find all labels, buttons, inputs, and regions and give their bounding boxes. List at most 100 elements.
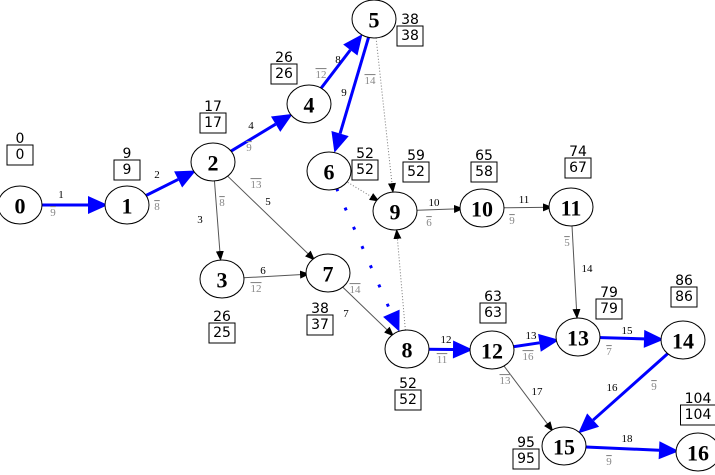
arrowhead-icon (343, 34, 363, 56)
edge-label: 8 (335, 54, 341, 66)
edge-5-9 (375, 37, 396, 194)
arrowhead-icon (331, 131, 349, 153)
edge-line (344, 180, 380, 202)
edge-7-8: 714 (341, 284, 395, 337)
node-id: 14 (672, 329, 694, 354)
edge-label: 17 (532, 386, 544, 398)
edge-line (375, 37, 396, 194)
node-latest-box (670, 286, 698, 308)
edge-line (338, 36, 371, 135)
node-latest-box (6, 144, 34, 166)
node-circle (306, 151, 352, 191)
node-0[interactable]: 000 (0, 131, 43, 225)
node-earliest: 65 (475, 148, 493, 164)
node-id: 0 (15, 194, 26, 219)
edge-label: 9 (341, 87, 347, 99)
node-circle (675, 432, 715, 472)
node-circle (459, 188, 505, 228)
edge-value: 13 (251, 179, 263, 191)
edge-label: 5 (265, 196, 271, 208)
edge-label: 10 (429, 197, 441, 209)
node-earliest: 9 (123, 146, 132, 162)
edge-line (571, 225, 581, 320)
node-id: 5 (369, 8, 380, 33)
edge-6-9 (344, 180, 380, 202)
node-earliest: 95 (517, 435, 535, 451)
node-latest: 52 (399, 392, 417, 408)
arrowhead-icon (658, 441, 680, 460)
edge-11-13: 145 (564, 225, 594, 320)
node-id: 8 (402, 338, 413, 363)
edge-label: 11 (519, 194, 530, 206)
edge-value: 8 (154, 201, 160, 213)
node-latest: 79 (600, 301, 618, 317)
node-circle (548, 187, 594, 227)
edge-line (500, 203, 554, 212)
node-latest-box (270, 63, 298, 85)
node-id: 9 (390, 200, 401, 225)
node-earliest: 52 (356, 146, 374, 162)
edge-line (213, 180, 224, 262)
node-latest: 25 (213, 325, 231, 341)
node-circle (469, 330, 515, 370)
node-latest: 38 (401, 28, 419, 44)
edge-line (502, 364, 554, 432)
arrowhead-icon (88, 196, 108, 214)
node-circle (372, 191, 418, 231)
node-id: 1 (122, 194, 133, 219)
node-earliest: 79 (600, 285, 618, 301)
edge-line (226, 174, 316, 261)
arrowhead-icon (383, 309, 400, 332)
edge-label: 7 (343, 308, 349, 320)
edge-line (510, 341, 540, 349)
edge-4-5: 812 (316, 34, 363, 90)
node-id: 10 (471, 197, 493, 222)
node-id: 4 (304, 93, 315, 118)
node-earliest: 26 (275, 50, 293, 66)
edge-label: 14 (582, 263, 594, 275)
node-1[interactable]: 199 (104, 146, 150, 225)
arrowhead-icon (270, 113, 293, 132)
arrowhead-icon (452, 340, 474, 359)
node-latest: 58 (475, 164, 493, 180)
node-id: 15 (553, 435, 575, 460)
node-latest-box (199, 112, 227, 134)
edge-15-16: 18 9 (582, 433, 680, 468)
node-id: 16 (687, 441, 709, 466)
edge-label: 18 (622, 433, 634, 445)
node-latest: 0 (16, 147, 25, 163)
edge-value: 9 (606, 456, 612, 468)
node-id: 6 (324, 160, 335, 185)
edge-value: 13 (500, 375, 512, 387)
node-id: 2 (208, 151, 219, 176)
edge-9-10: 106 (413, 197, 465, 229)
node-latest-box (113, 159, 141, 181)
node-earliest: 74 (569, 144, 587, 160)
edge-label: 2 (154, 169, 160, 181)
edge-0-1: 19 (39, 189, 108, 219)
edge-line (240, 270, 311, 279)
node-earliest: 104 (685, 391, 712, 407)
arrowhead-icon (174, 170, 197, 188)
node-circle (0, 185, 43, 225)
edge-1-2: 28 (143, 169, 197, 213)
node-circle (286, 84, 332, 124)
edge-label: 15 (622, 325, 634, 337)
node-latest-box (306, 314, 334, 336)
